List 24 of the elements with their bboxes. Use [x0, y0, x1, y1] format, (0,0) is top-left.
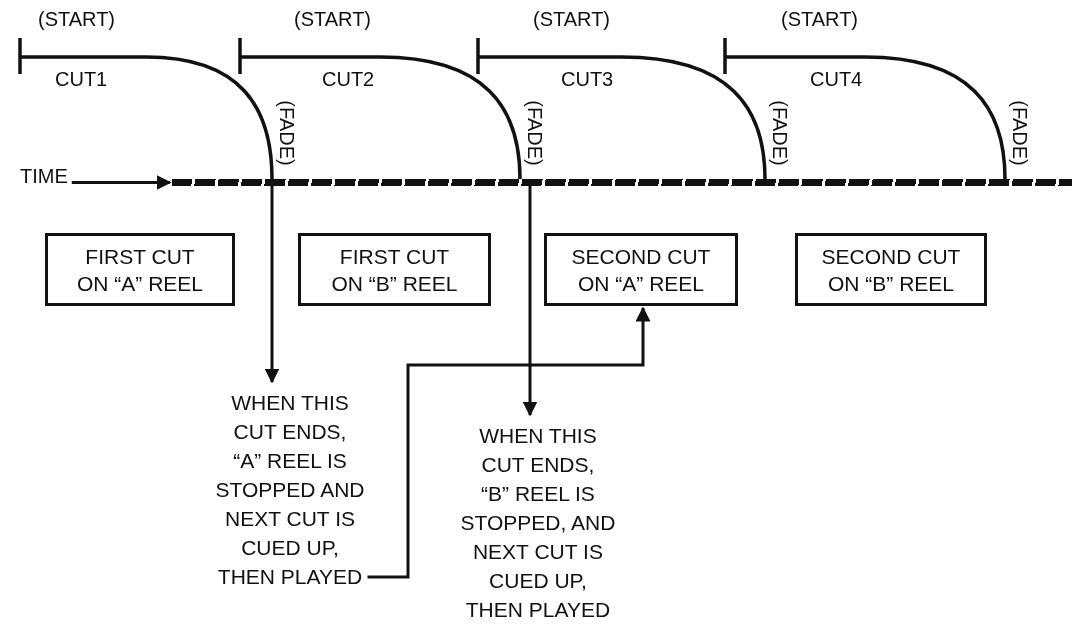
cut-label: CUT4	[810, 68, 863, 90]
arrow	[71, 175, 172, 190]
arrow	[264, 186, 280, 384]
fade-label: (FADE)	[1008, 100, 1031, 166]
cut-box: SECOND CUT ON “A” REEL	[544, 233, 738, 306]
note-text: WHEN THIS CUT ENDS, “A” REEL IS STOPPED AND NEXT CUT IS CUED UP, THEN PLAYED	[215, 388, 365, 591]
cut-box: FIRST CUT ON “B” REEL	[298, 233, 491, 306]
cut-box: FIRST CUT ON “A” REEL	[45, 233, 235, 306]
cut-label: CUT2	[322, 68, 375, 90]
start-label: (START)	[294, 8, 372, 30]
cut-box: SECOND CUT ON “B” REEL	[795, 233, 987, 306]
fade-label: (FADE)	[275, 100, 298, 166]
fade-label: (FADE)	[768, 100, 791, 166]
start-label: (START)	[38, 8, 116, 30]
cut-label: CUT1	[55, 68, 108, 90]
start-label: (START)	[781, 8, 859, 30]
start-label: (START)	[533, 8, 611, 30]
timeline-bar	[172, 179, 1072, 186]
axis-label: TIME	[20, 165, 68, 187]
note-text: WHEN THIS CUT ENDS, “B” REEL IS STOPPED, AND NEXT CUT IS CUED UP, THEN PLAYED	[460, 421, 616, 624]
cut-label: CUT3	[561, 68, 614, 90]
fade-label: (FADE)	[523, 100, 546, 166]
arrow	[367, 306, 651, 579]
arrow	[522, 186, 538, 417]
